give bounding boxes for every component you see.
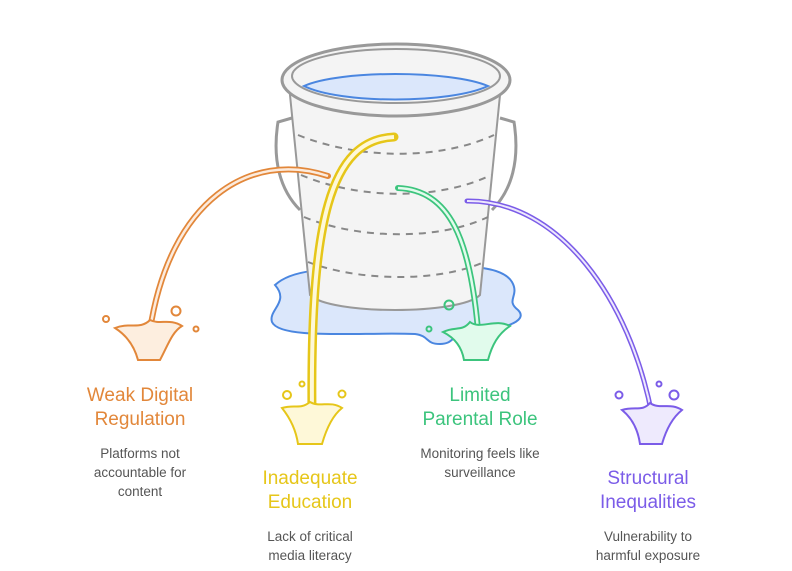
title-line: Weak Digital [86, 385, 194, 406]
title-line: Parental Role [422, 409, 538, 430]
title-line: Inequalities [599, 492, 697, 513]
desc-line: Vulnerability to [603, 529, 693, 544]
desc-line: surveillance [444, 465, 516, 480]
desc-line: content [117, 484, 163, 499]
desc-line: Lack of critical [267, 529, 353, 544]
desc-line: media literacy [268, 548, 352, 563]
desc-line: accountable for [93, 465, 187, 480]
splash-orange [112, 318, 184, 361]
splash-purple [619, 401, 684, 445]
desc-weak-digital-regulation: Platforms not accountable for content [60, 444, 220, 501]
desc-line: harmful exposure [595, 548, 701, 563]
title-line: Inadequate [262, 468, 358, 489]
splash-yellow [280, 400, 344, 445]
splash-green [440, 320, 512, 361]
label-limited-parental-role: Limited Parental Role [400, 384, 560, 432]
desc-structural-inequalities: Vulnerability to harmful exposure [568, 527, 728, 565]
desc-limited-parental-role: Monitoring feels like surveillance [390, 444, 570, 482]
title-line: Limited [449, 385, 511, 406]
label-inadequate-education: Inadequate Education [230, 467, 390, 515]
label-weak-digital-regulation: Weak Digital Regulation [60, 384, 220, 432]
bucket-water [301, 73, 491, 101]
title-line: Regulation [94, 409, 186, 430]
desc-inadequate-education: Lack of critical media literacy [230, 527, 390, 565]
label-structural-inequalities: Structural Inequalities [568, 467, 728, 515]
title-line: Education [267, 492, 353, 513]
title-line: Structural [607, 468, 689, 489]
desc-line: Platforms not [100, 446, 180, 461]
desc-line: Monitoring feels like [420, 446, 540, 461]
